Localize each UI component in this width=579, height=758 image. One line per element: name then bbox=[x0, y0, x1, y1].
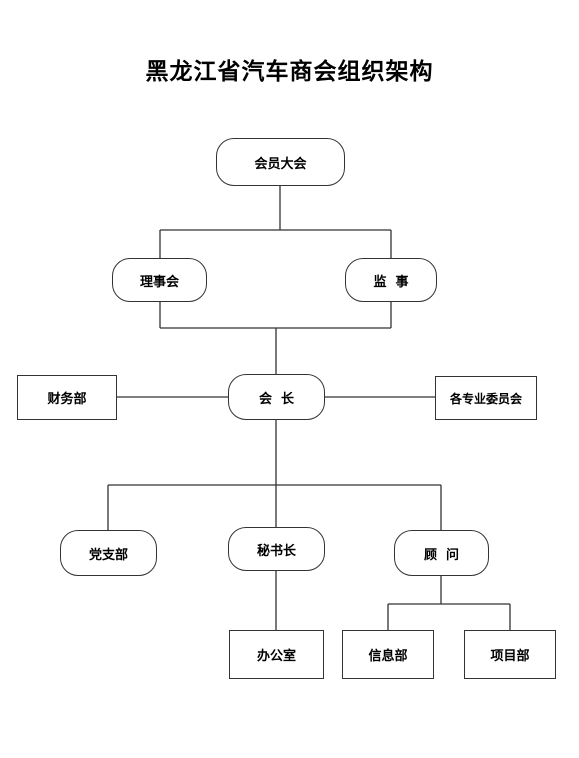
node-advisor: 顾 问 bbox=[394, 530, 489, 576]
node-projects: 项目部 bbox=[464, 630, 556, 679]
node-council: 理事会 bbox=[112, 258, 207, 302]
node-general-assembly: 会员大会 bbox=[216, 138, 345, 186]
node-party-branch: 党支部 bbox=[60, 530, 157, 576]
node-president: 会 长 bbox=[228, 374, 325, 420]
node-secretary-general: 秘书长 bbox=[228, 527, 325, 571]
node-supervisor: 监 事 bbox=[345, 258, 437, 302]
node-finance: 财务部 bbox=[17, 375, 117, 420]
chart-title: 黑龙江省汽车商会组织架构 bbox=[145, 58, 434, 85]
node-information: 信息部 bbox=[342, 630, 434, 679]
node-committees: 各专业委员会 bbox=[435, 376, 537, 420]
node-office: 办公室 bbox=[229, 630, 324, 679]
